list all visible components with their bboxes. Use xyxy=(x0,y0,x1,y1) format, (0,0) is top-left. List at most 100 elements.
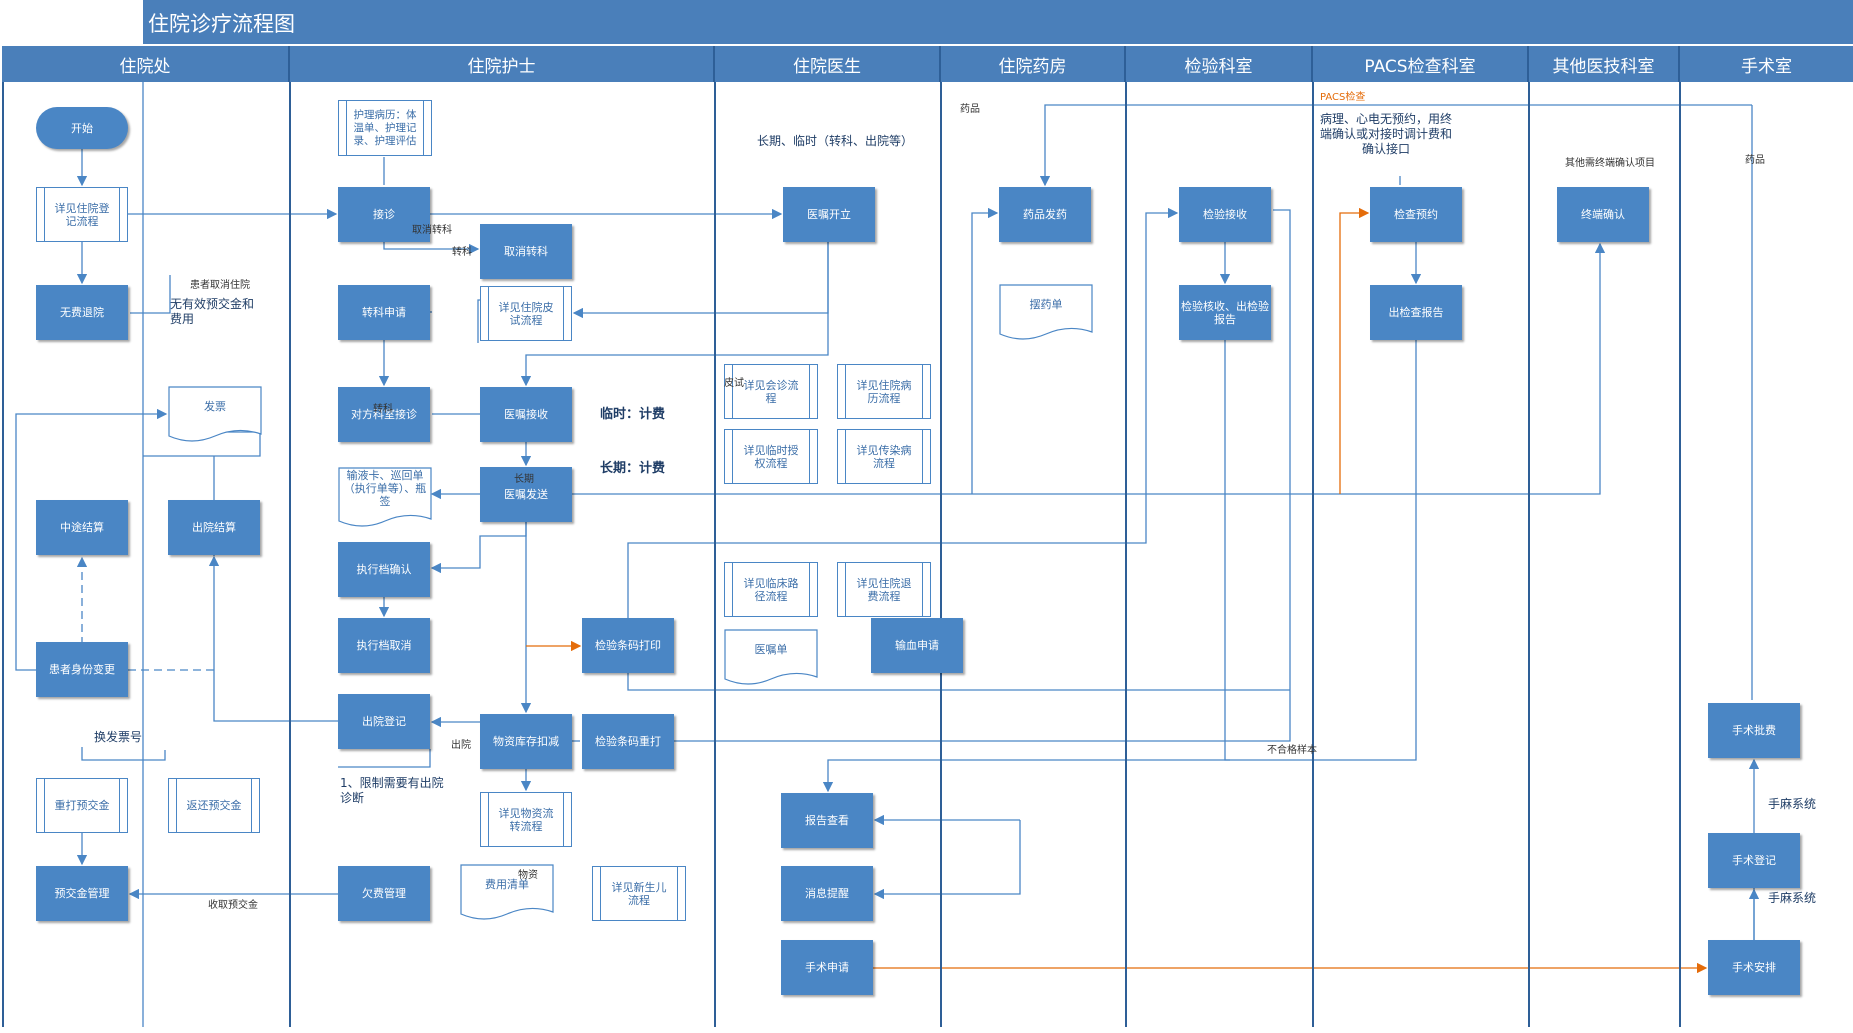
note-other-terminal: 其他需终端确认项目 xyxy=(1565,158,1655,169)
note-anesthesia-1: 手麻系统 xyxy=(1768,797,1817,811)
discharge-register-box[interactable]: 出院登记 xyxy=(338,694,430,749)
tag-material: 物资 xyxy=(518,870,538,881)
lane-header-surgery: 手术室 xyxy=(1680,46,1853,82)
lab-receive-box[interactable]: 检验接收 xyxy=(1179,187,1271,242)
admission-registration-ref[interactable]: 详见住院登记流程 xyxy=(36,187,128,242)
consultation-ref[interactable]: 详见会诊流程 xyxy=(724,364,818,419)
nursing-record-ref[interactable]: 护理病历：体温单、护理记录、护理评估 xyxy=(338,100,432,156)
lane-header-lab: 检验科室 xyxy=(1126,46,1313,82)
dispense-list-label: 摆药单 xyxy=(1029,298,1063,311)
lane-header-other-tech: 其他医技科室 xyxy=(1529,46,1680,82)
note-pacs-exam: PACS检查 xyxy=(1320,92,1366,103)
drug-dispense-box[interactable]: 药品发药 xyxy=(999,187,1091,242)
order-sheet-doc[interactable]: 医嘱单 xyxy=(724,629,818,687)
other-dept-reception-box[interactable]: 对方科室接诊 xyxy=(338,387,430,442)
barcode-reprint-box[interactable]: 检验条码重打 xyxy=(582,714,674,769)
lane-divider xyxy=(289,82,291,1027)
newborn-ref[interactable]: 详见新生儿流程 xyxy=(592,866,686,921)
arrears-management-box[interactable]: 欠费管理 xyxy=(338,866,430,921)
exam-booking-box[interactable]: 检查预约 xyxy=(1370,187,1462,242)
exec-cancel-box[interactable]: 执行档取消 xyxy=(338,618,430,673)
order-sheet-label: 医嘱单 xyxy=(754,643,788,656)
lane-divider xyxy=(1528,82,1530,1027)
note-unqualified: 不合格样本 xyxy=(1267,745,1317,756)
lane-divider xyxy=(714,82,716,1027)
deposit-management-box[interactable]: 预交金管理 xyxy=(36,866,128,921)
surgery-arrange-box[interactable]: 手术安排 xyxy=(1708,940,1800,995)
lane-divider xyxy=(940,82,942,1027)
refund-ref[interactable]: 详见住院退费流程 xyxy=(837,562,931,617)
infusion-card-doc[interactable]: 输液卡、巡回单（执行单等）、瓶签 xyxy=(338,467,432,529)
note-drugs-1: 药品 xyxy=(960,104,980,115)
note-pacs: 病理、心电无预约，用终端确认或对接时调计费和确认接口 xyxy=(1319,112,1452,156)
order-send-box[interactable]: 医嘱发送 xyxy=(480,467,572,522)
reprint-deposit-box[interactable]: 重打预交金 xyxy=(36,778,128,833)
surgery-register-box[interactable]: 手术登记 xyxy=(1708,833,1800,888)
lane-header-pharmacy: 住院药房 xyxy=(941,46,1126,82)
clinical-pathway-ref[interactable]: 详见临床路径流程 xyxy=(724,562,818,617)
lane-divider xyxy=(1312,82,1314,1027)
connector-line xyxy=(572,242,829,319)
lab-verify-box[interactable]: 检验核收、出检验报告 xyxy=(1179,285,1271,340)
infectious-disease-ref[interactable]: 详见传染病流程 xyxy=(837,429,931,484)
return-deposit-box[interactable]: 返还预交金 xyxy=(168,778,260,833)
connector-line xyxy=(627,673,1290,691)
note-long-charge: 长期：计费 xyxy=(600,461,666,476)
surgery-charge-box[interactable]: 手术批费 xyxy=(1708,703,1800,758)
lane-divider xyxy=(1679,82,1681,1027)
cost-list-doc[interactable]: 费用清单 xyxy=(460,864,554,922)
infusion-card-label: 输液卡、巡回单（执行单等）、瓶签 xyxy=(343,469,427,508)
connector-line xyxy=(130,275,171,314)
connector-line xyxy=(627,207,1179,618)
medical-record-ref[interactable]: 详见住院病历流程 xyxy=(837,364,931,419)
page-title: 住院诊疗流程图 xyxy=(148,12,295,36)
note-limit: 1、限制需要有出院诊断 xyxy=(340,776,444,805)
dispense-list-doc[interactable]: 摆药单 xyxy=(999,284,1093,342)
lane-divider xyxy=(2,82,4,1027)
note-swap-invoice: 换发票号 xyxy=(94,730,143,744)
blood-apply-box[interactable]: 输血申请 xyxy=(871,618,963,673)
cost-list-label: 费用清单 xyxy=(485,878,529,891)
connector-line xyxy=(477,299,480,343)
material-flow-ref[interactable]: 详见物资流转流程 xyxy=(480,792,572,847)
order-open-box[interactable]: 医嘱开立 xyxy=(783,187,875,242)
connector-line xyxy=(1225,340,1417,761)
cancel-transfer-box[interactable]: 取消转科 xyxy=(480,224,572,279)
exec-confirm-box[interactable]: 执行档确认 xyxy=(338,542,430,597)
invoice-doc[interactable]: 发票 xyxy=(168,386,262,444)
connector-line xyxy=(143,431,261,457)
surgery-apply-box[interactable]: 手术申请 xyxy=(781,940,873,995)
note-cancel-admission: 患者取消住院 xyxy=(190,280,250,291)
material-deduct-box[interactable]: 物资库存扣减 xyxy=(480,714,572,769)
discharge-settlement-box[interactable]: 出院结算 xyxy=(168,500,260,555)
connector-line xyxy=(338,749,431,768)
terminal-confirm-box[interactable]: 终端确认 xyxy=(1557,187,1649,242)
order-receive-box[interactable]: 医嘱接收 xyxy=(480,387,572,442)
connector-line xyxy=(383,242,480,255)
note-anesthesia-2: 手麻系统 xyxy=(1768,891,1817,905)
message-remind-box[interactable]: 消息提醒 xyxy=(781,866,873,921)
report-view-box[interactable]: 报告查看 xyxy=(781,793,873,848)
connector-line xyxy=(1224,340,1230,761)
connector-line xyxy=(81,747,166,761)
transfer-apply-box[interactable]: 转科申请 xyxy=(338,285,430,340)
note-no-fee: 无有效预交金和费用 xyxy=(170,297,255,326)
connector-line xyxy=(822,759,1225,793)
barcode-print-box[interactable]: 检验条码打印 xyxy=(582,618,674,673)
start-node[interactable]: 开始 xyxy=(36,107,128,149)
mid-settlement-box[interactable]: 中途结算 xyxy=(36,500,128,555)
temp-auth-ref[interactable]: 详见临时授权流程 xyxy=(724,429,818,484)
connector-line xyxy=(873,820,1021,900)
connector-line xyxy=(572,242,1606,495)
lane-header-nurse: 住院护士 xyxy=(290,46,715,82)
free-discharge-box[interactable]: 无费退院 xyxy=(36,285,128,340)
note-drugs-2: 药品 xyxy=(1745,155,1765,166)
exam-report-box[interactable]: 出检查报告 xyxy=(1370,285,1462,340)
identity-change-box[interactable]: 患者身份变更 xyxy=(36,642,128,697)
note-order-types: 长期、临时（转科、出院等） xyxy=(756,134,913,148)
connector-line xyxy=(1039,104,1752,187)
note-collect-deposit: 收取预交金 xyxy=(208,900,258,911)
connector-line xyxy=(208,555,338,722)
skin-test-ref[interactable]: 详见住院皮试流程 xyxy=(480,286,572,341)
reception-box[interactable]: 接诊 xyxy=(338,187,430,242)
